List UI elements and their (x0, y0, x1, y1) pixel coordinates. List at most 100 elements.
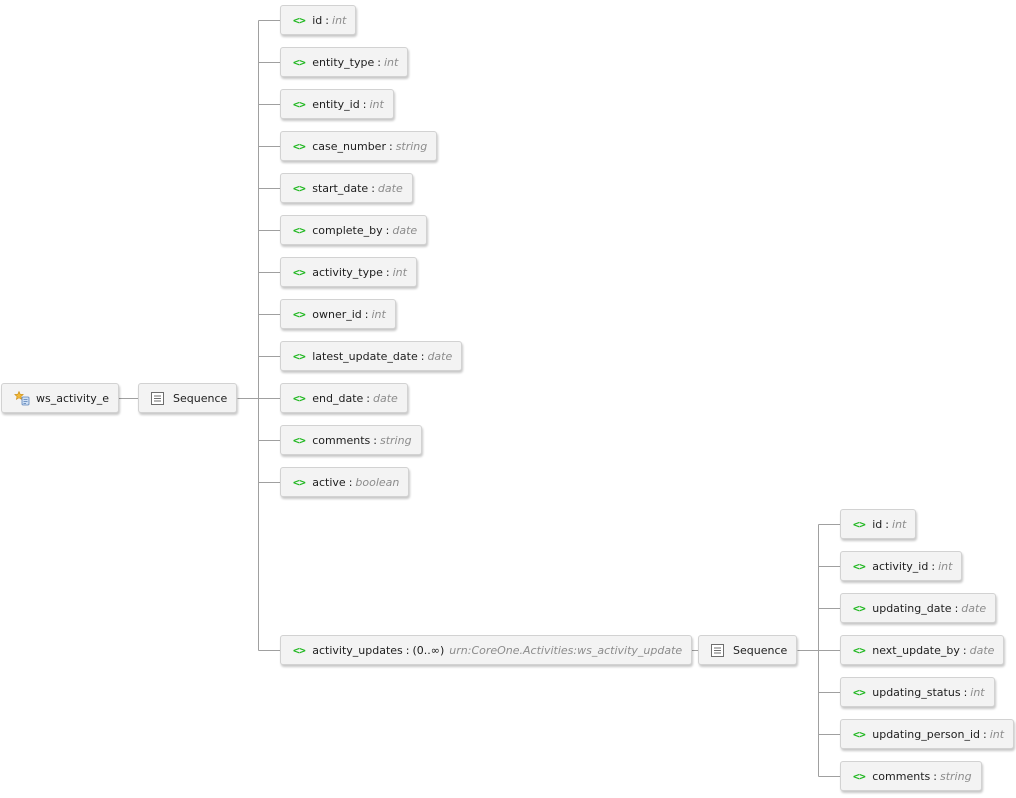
complex-type-icon (14, 390, 30, 406)
sequence-icon (711, 643, 724, 657)
type-separator: : (371, 181, 375, 195)
element-type: date (961, 601, 987, 615)
type-separator: : (364, 307, 369, 321)
element-name: entity_type (312, 55, 375, 69)
nested-element-node-id[interactable]: <> id:int (840, 509, 917, 539)
element-node-owner-id[interactable]: <> owner_id:int (280, 299, 396, 329)
element-type: date (392, 223, 418, 237)
element-type: string (939, 769, 972, 783)
element-name: active (312, 475, 346, 489)
element-node-comments[interactable]: <> comments:string (280, 425, 422, 455)
element-type: urn:CoreOne.Activities:ws_activity_updat… (449, 643, 683, 657)
nested-element-node-updating-person-id[interactable]: <> updating_person_id:int (840, 719, 1015, 749)
type-separator: : (405, 643, 410, 657)
element-node-complete-by[interactable]: <> complete_by:date (280, 215, 428, 245)
element-node-activity-updates[interactable]: <> activity_updates:(0..∞)urn:CoreOne.Ac… (280, 635, 693, 665)
element-name: activity_id (872, 559, 929, 573)
element-icon: <> (293, 433, 306, 447)
element-node-entity-id[interactable]: <> entity_id:int (280, 89, 394, 119)
type-separator: : (377, 55, 381, 69)
element-name: end_date (312, 391, 364, 405)
type-separator: : (325, 13, 330, 27)
type-separator: : (388, 139, 393, 153)
type-separator: : (933, 769, 937, 783)
element-icon: <> (293, 307, 306, 321)
element-name: entity_id (312, 97, 360, 111)
nested-element-node-activity-id[interactable]: <> activity_id:int (840, 551, 963, 581)
type-separator: : (373, 433, 377, 447)
element-icon: <> (293, 349, 306, 363)
element-icon: <> (293, 475, 306, 489)
root-type-node[interactable]: ws_activity_e (1, 383, 120, 413)
type-separator: : (885, 517, 890, 531)
element-node-id[interactable]: <> id:int (280, 5, 357, 35)
element-type: int (371, 307, 386, 321)
type-separator: : (366, 391, 370, 405)
type-separator: : (348, 475, 353, 489)
element-type: int (989, 727, 1005, 741)
element-name: id (872, 517, 883, 531)
element-type: int (392, 265, 407, 279)
element-node-active[interactable]: <> active:boolean (280, 467, 410, 497)
nested-element-node-comments[interactable]: <> comments:string (840, 761, 982, 791)
element-type: int (970, 685, 985, 699)
element-multiplicity: (0..∞) (412, 643, 445, 657)
element-icon: <> (853, 769, 866, 783)
element-name: owner_id (312, 307, 362, 321)
element-type: int (938, 559, 953, 573)
sequence-node[interactable]: Sequence (138, 383, 238, 413)
type-separator: : (420, 349, 425, 363)
element-node-case-number[interactable]: <> case_number:string (280, 131, 438, 161)
element-node-start-date[interactable]: <> start_date:date (280, 173, 413, 203)
element-icon: <> (293, 643, 306, 657)
nested-element-node-next-update-by[interactable]: <> next_update_by:date (840, 635, 1005, 665)
element-name: next_update_by (872, 643, 960, 657)
type-separator: : (362, 97, 367, 111)
element-icon: <> (853, 601, 866, 615)
element-icon: <> (293, 13, 306, 27)
nested-sequence-node[interactable]: Sequence (698, 635, 798, 665)
element-type: boolean (355, 475, 400, 489)
element-icon: <> (293, 223, 306, 237)
element-name: complete_by (312, 223, 383, 237)
element-type: date (373, 391, 398, 405)
element-name: case_number (312, 139, 386, 153)
element-type: date (969, 643, 995, 657)
element-icon: <> (293, 139, 306, 153)
element-type: date (427, 349, 453, 363)
element-node-activity-type[interactable]: <> activity_type:int (280, 257, 417, 287)
element-name: updating_date (872, 601, 952, 615)
element-icon: <> (293, 97, 306, 111)
element-type: string (395, 139, 428, 153)
element-name: updating_person_id (872, 727, 980, 741)
element-type: date (377, 181, 403, 195)
element-icon: <> (853, 643, 866, 657)
element-name: comments (872, 769, 931, 783)
nested-element-node-updating-status[interactable]: <> updating_status:int (840, 677, 995, 707)
element-icon: <> (853, 685, 866, 699)
element-icon: <> (293, 181, 306, 195)
element-name: start_date (312, 181, 369, 195)
element-name: comments (312, 433, 371, 447)
element-type: int (332, 13, 347, 27)
element-icon: <> (293, 391, 306, 405)
element-name: activity_type (312, 265, 383, 279)
root-type-name: ws_activity_e (36, 391, 110, 405)
element-node-entity-type[interactable]: <> entity_type:int (280, 47, 409, 77)
element-node-end-date[interactable]: <> end_date:date (280, 383, 408, 413)
element-icon: <> (293, 265, 306, 279)
element-type: int (892, 517, 907, 531)
type-separator: : (931, 559, 936, 573)
element-name: id (312, 13, 323, 27)
element-node-latest-update-date[interactable]: <> latest_update_date:date (280, 341, 463, 371)
element-type: string (379, 433, 412, 447)
type-separator: : (954, 601, 959, 615)
element-type: int (369, 97, 384, 111)
type-separator: : (385, 265, 390, 279)
element-name: latest_update_date (312, 349, 418, 363)
nested-element-node-updating-date[interactable]: <> updating_date:date (840, 593, 997, 623)
sequence-label: Sequence (733, 643, 788, 657)
sequence-label: Sequence (173, 391, 228, 405)
